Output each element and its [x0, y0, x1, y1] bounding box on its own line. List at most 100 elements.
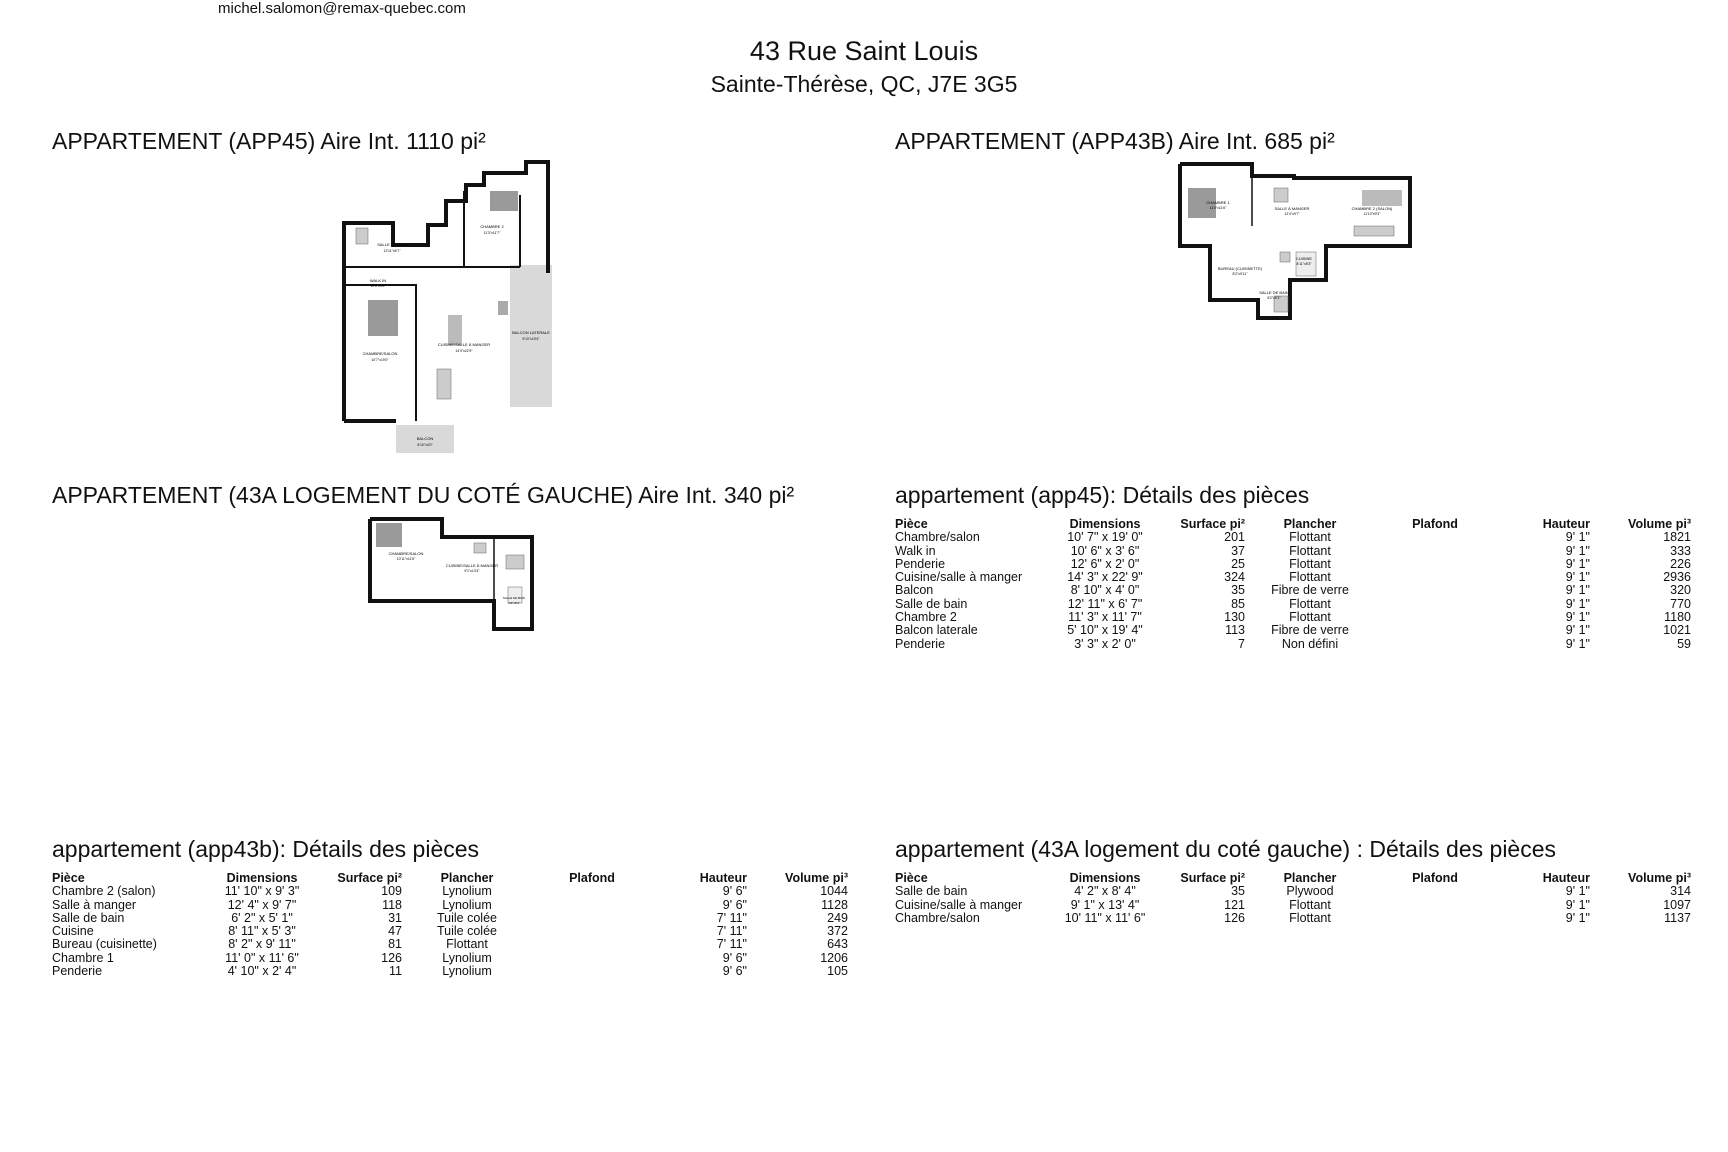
table-cell: 372 — [827, 924, 848, 939]
table-cell — [532, 885, 652, 898]
label-cuisine: CUISINE/SALLE À MANGER — [438, 342, 490, 347]
table-cell — [532, 899, 652, 912]
table-cell: 201 — [1224, 530, 1245, 545]
table-cell: Lynolium — [442, 950, 492, 965]
table-cell: 9' 1" — [1565, 897, 1590, 912]
table-title-app45: appartement (app45): Détails des pièces — [895, 482, 1310, 508]
table-cell: 118 — [382, 897, 402, 912]
table-cell: Salle de bain — [895, 884, 968, 899]
table-cell: Cuisine/salle à manger — [895, 570, 1023, 585]
table-cell: Fibre de verre — [1271, 583, 1349, 598]
column-header: Plafond — [569, 871, 615, 885]
table-cell: 1021 — [1663, 623, 1691, 638]
table-cell: 9' 6" — [722, 950, 747, 965]
table-cell: Balcon laterale — [895, 623, 978, 638]
column-header: Plancher — [1283, 871, 1337, 885]
table-cell: 105 — [827, 964, 848, 979]
floorplan-app45: SALLE DE BAIN 12'11"x6'7" CHAMBRE 2 11'3… — [330, 155, 570, 460]
column-header: Plancher — [440, 871, 494, 885]
label-balcon-lat: BALCON LATERALE — [512, 330, 550, 335]
label-chambre2-dim: 11'3"x11'7" — [484, 231, 501, 235]
table-cell — [1375, 611, 1495, 624]
column-header: Volume pi³ — [1628, 871, 1691, 885]
column-header: Dimensions — [226, 871, 298, 885]
table-cell: Bureau (cuisinette) — [52, 937, 157, 952]
table-cell: 226 — [1670, 556, 1691, 571]
column-header: Surface pi² — [1180, 871, 1245, 885]
table-cell: 6' 2" x 5' 1" — [231, 910, 293, 925]
table-cell: Salle de bain — [895, 596, 968, 611]
table-cell: Tuile colée — [437, 910, 497, 925]
table-cell: Lynolium — [442, 884, 492, 899]
table-cell: Lynolium — [442, 897, 492, 912]
table-cell: 109 — [381, 884, 402, 899]
table-cell: Flottant — [1289, 610, 1331, 625]
table-cell: 8' 11" x 5' 3" — [228, 924, 296, 939]
table-cell: 7' 11" — [716, 910, 747, 925]
table-cell: 324 — [1224, 570, 1245, 585]
rooms-table-app43b: Pièce Dimensions Surface pi² Plancher Plafon… — [52, 871, 848, 979]
table-cell: 85 — [1231, 596, 1245, 611]
table-cell: 1044 — [820, 884, 848, 899]
plan-title-app43b: APPARTEMENT (APP43B) Aire Int. 685 pi² — [895, 128, 1335, 154]
table-cell — [1375, 571, 1495, 584]
table-cell: Chambre/salon — [895, 910, 980, 925]
table-cell: Flottant — [1289, 570, 1331, 585]
table-cell: 4' 10" x 2' 4" — [227, 964, 297, 979]
column-header: Surface pi² — [337, 871, 402, 885]
label-cuisine-dim: 14'3"x22'9" — [455, 349, 473, 353]
balcon-laterale-area — [510, 265, 552, 407]
label-sdb-43a-dim: 4'2"x8'4" — [508, 601, 519, 605]
table-cell: Flottant — [1289, 596, 1331, 611]
balcon-area — [396, 425, 454, 453]
table-cell: 10' 7" x 19' 0" — [1067, 530, 1143, 545]
table-cell — [1375, 885, 1495, 898]
table-cell: 8' 10" x 4' 0" — [1070, 583, 1140, 598]
table-cell: 1180 — [1664, 610, 1691, 625]
column-header: Surface pi² — [1180, 517, 1245, 531]
table-cell: 3' 3" x 2' 0" — [1074, 636, 1136, 651]
label-chambre-salon: CHAMBRE/SALON — [363, 351, 398, 356]
table-cell: 9' 1" — [1565, 570, 1590, 585]
table-cell: 9' 1" — [1565, 623, 1590, 638]
table-cell — [1375, 531, 1495, 544]
column-header: Pièce — [52, 871, 85, 885]
table-cell: Plywood — [1286, 884, 1334, 899]
column-header: Pièce — [895, 517, 928, 531]
table-cell: 59 — [1677, 636, 1691, 651]
label-sdb: SALLE DE BAIN — [377, 242, 407, 247]
label-bureau: BUREAU (CUISINETTE) — [1218, 266, 1263, 271]
table-cell: Non défini — [1281, 636, 1339, 651]
table-cell: 9' 1" — [1565, 910, 1590, 925]
table-cell — [1375, 584, 1495, 597]
table-cell: 126 — [1224, 910, 1245, 925]
floorplan-app43b: CHAMBRE 1 11'0"x11'6" SALLE À MANGER 12'… — [1176, 160, 1416, 320]
label-cuisine-43b: CUISINE — [1296, 256, 1313, 261]
floorplan-app43a: CHAMBRE/SALON 10'11"x11'6" CUISINE/SALLE… — [366, 515, 538, 635]
table-cell: 770 — [1670, 596, 1691, 611]
table-cell: 47 — [388, 924, 402, 939]
table-cell — [532, 965, 652, 978]
table-cell — [1375, 638, 1495, 651]
table-cell: 9' 1" x 13' 4" — [1070, 897, 1140, 912]
table-cell: 8' 2" x 9' 11" — [228, 937, 296, 952]
address-street: 43 Rue Saint Louis — [749, 36, 979, 66]
table-cell: 31 — [388, 910, 402, 925]
label-bureau-dim: 8'2"x9'11" — [1232, 272, 1248, 276]
table-cell: 25 — [1231, 556, 1245, 571]
plan-title-app45: APPARTEMENT (APP45) Aire Int. 1110 pi² — [52, 128, 486, 154]
table-cell: 9' 6" — [722, 964, 747, 979]
table-cell: 12' 6" x 2' 0" — [1070, 556, 1140, 571]
table-cell: 7' 11" — [716, 937, 747, 952]
label-chambre2-salon-dim: 11'10"x9'3" — [1364, 212, 1382, 216]
label-balcon: BALCON — [417, 436, 434, 441]
table-cell: Tuile colée — [437, 924, 497, 939]
label-salle-manger: SALLE À MANGER — [1275, 206, 1310, 211]
